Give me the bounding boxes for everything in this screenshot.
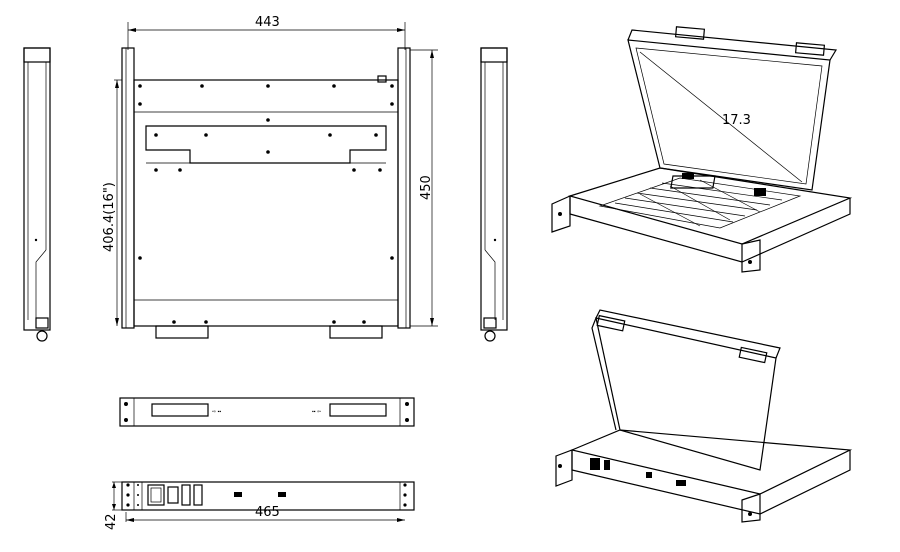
dim-screen-size: 17.3	[722, 113, 751, 128]
dim-height: 42	[104, 513, 119, 530]
dim-depth-total: 450	[419, 175, 434, 200]
left-side-view	[23, 47, 51, 342]
isometric-front-view: 17.3	[551, 26, 853, 273]
front-view: ⇨ ▪▪ ▪▪ ⇦	[119, 397, 415, 427]
dim-width-top: 443	[255, 15, 280, 30]
right-side-view	[480, 47, 508, 342]
svg-text:▪▪ ⇦: ▪▪ ⇦	[312, 409, 321, 415]
rear-view: 42 465	[104, 481, 415, 530]
isometric-rear-view	[555, 309, 853, 523]
dim-depth-rail: 406.4(16")	[102, 182, 117, 252]
svg-text:⇨ ▪▪: ⇨ ▪▪	[212, 409, 221, 415]
top-view: 443 406.4(16") 450	[102, 15, 438, 339]
dim-width-rear: 465	[255, 505, 280, 520]
